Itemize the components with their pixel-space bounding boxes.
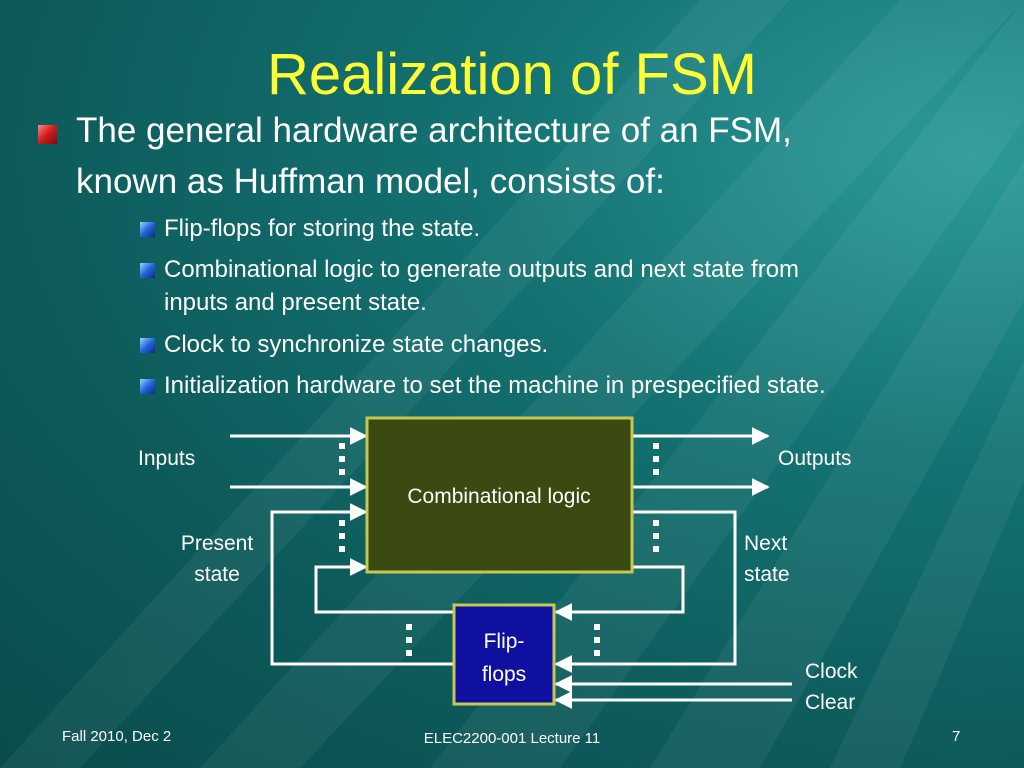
flipflops-block (452, 603, 556, 706)
main-bullet-icon (38, 125, 57, 144)
slide-title: Realization of FSM (267, 42, 757, 107)
present-state-label-line1: Present (181, 532, 254, 555)
ellipsis-dot (339, 469, 345, 475)
sub-bullet-comb-logic-cont: inputs and present state. (164, 289, 427, 316)
next-state-label-line1: Next (744, 532, 787, 555)
ellipsis-dot (406, 650, 412, 656)
outputs-label: Outputs (778, 447, 852, 470)
ellipsis-dot (339, 546, 345, 552)
footer-date: Fall 2010, Dec 2 (62, 728, 172, 745)
next-state-wire-inner (554, 565, 685, 621)
footer-course: ELEC2200-001 Lecture 11 (423, 730, 601, 747)
inputs-label: Inputs (138, 447, 195, 470)
ellipsis-dot (653, 456, 659, 462)
clock-label: Clock (805, 660, 858, 683)
ellipsis-dot (594, 624, 600, 630)
main-bullet-line1: The general hardware architecture of an … (76, 111, 792, 150)
ellipsis-dot (653, 546, 659, 552)
sub-bullet-comb-logic: Combinational logic to generate outputs … (164, 256, 800, 283)
ellipsis-dot (594, 650, 600, 656)
sub-bullet-init: Initialization hardware to set the machi… (164, 372, 826, 399)
ellipsis-dot (339, 443, 345, 449)
ellipsis-dot (653, 469, 659, 475)
footer-page-number: 7 (952, 728, 961, 745)
ellipsis-dot (653, 443, 659, 449)
combinational-logic-block (365, 416, 634, 574)
combinational-logic-label: Combinational logic (407, 485, 590, 508)
main-bullet-line2: known as Huffman model, consists of: (76, 162, 665, 201)
sub-bullet-clock: Clock to synchronize state changes. (164, 331, 549, 358)
ellipsis-dot (339, 456, 345, 462)
ellipsis-dot (653, 533, 659, 539)
next-state-wire-outer (554, 510, 737, 673)
ellipsis-dot (339, 520, 345, 526)
flipflops-label-line1: Flip- (484, 630, 525, 653)
ellipsis-dot (594, 637, 600, 643)
ellipsis-dot (653, 520, 659, 526)
present-state-label-line2: state (194, 563, 240, 586)
clear-label: Clear (805, 691, 855, 714)
ellipsis-dot (406, 624, 412, 630)
sub-bullet-icon (140, 263, 155, 278)
present-state-wire-outer (270, 503, 453, 666)
sub-bullet-icon (140, 379, 155, 394)
ellipsis-dot (406, 637, 412, 643)
ellipsis-dot (339, 533, 345, 539)
sub-bullet-flipflops: Flip-flops for storing the state. (164, 215, 481, 242)
next-state-label-line2: state (744, 563, 790, 586)
sub-bullet-icon (140, 338, 155, 353)
sub-bullet-icon (140, 222, 155, 237)
present-state-wire-inner (314, 558, 453, 614)
flipflops-label-line2: flops (482, 663, 526, 686)
